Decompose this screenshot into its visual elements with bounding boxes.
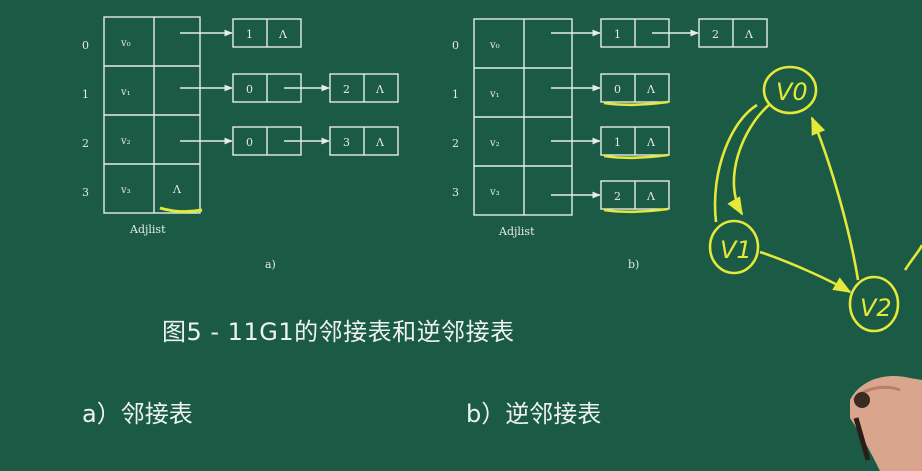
edge-v2-v0: [810, 116, 860, 281]
node-value: 2: [343, 83, 350, 96]
node-value: 0: [246, 83, 253, 96]
inverse-adjacency-list-diagram: [473, 18, 768, 216]
edge-v1-v2: [759, 250, 852, 294]
row-index: 2: [452, 137, 459, 150]
presenter-hand: [850, 376, 922, 471]
highlight-mark: [159, 206, 203, 214]
graph-node-v2: [848, 275, 900, 333]
graph-node-v0: [762, 65, 818, 115]
figure-caption: 图5 - 11G1的邻接表和逆邻接表: [162, 318, 515, 346]
node-value: 1: [246, 28, 253, 41]
edge-curve: [713, 103, 758, 223]
graph-node-v1: [708, 219, 760, 275]
null-pointer: Λ: [375, 83, 385, 96]
node-value: 1: [614, 28, 621, 41]
sublabel-b: b）逆邻接表: [466, 400, 602, 428]
adjacency-list-diagram: [103, 16, 399, 214]
vertex-label: v₀: [120, 38, 131, 49]
graph-label-v2: V2: [860, 294, 892, 322]
null-pointer: Λ: [278, 28, 288, 41]
edge-v0-v1: [727, 103, 771, 216]
node-value: 0: [614, 83, 621, 96]
figure-tag-a: a): [265, 258, 276, 271]
graph-label-v0: V0: [776, 78, 808, 106]
node-value: 0: [246, 136, 253, 149]
row-index: 2: [82, 137, 89, 150]
row-index: 3: [82, 186, 89, 199]
row-index: 1: [452, 88, 459, 101]
vertex-label: v₂: [489, 138, 500, 149]
vertex-label: v₃: [120, 185, 131, 196]
vertex-label: v₁: [120, 87, 131, 98]
null-pointer: Λ: [172, 183, 182, 196]
highlight-marks: [603, 100, 669, 214]
graph-label-v1: V1: [720, 236, 752, 264]
figure-tag-b: b): [628, 258, 639, 271]
null-pointer: Λ: [646, 190, 656, 203]
adjlist-label: Adjlist: [129, 223, 166, 236]
null-pointer: Λ: [646, 136, 656, 149]
node-value: 3: [343, 136, 350, 149]
vertex-label: v₃: [489, 187, 500, 198]
sublabel-a: a）邻接表: [82, 400, 193, 428]
graph-labels: V0 V1 V2: [720, 78, 892, 322]
row-index: 0: [452, 39, 459, 52]
row-index: 3: [452, 186, 459, 199]
null-pointer: Λ: [744, 28, 754, 41]
node-value: 2: [614, 190, 621, 203]
vertex-label: v₀: [489, 40, 500, 51]
vertex-label: v₁: [489, 89, 500, 100]
inverse-adjacency-list-labels: 0 1 2 3 v₀ v₁ v₂ v₃ 1 2 Λ 0 Λ 1 Λ 2 Λ Ad…: [452, 28, 754, 271]
adjacency-list-labels: 0 1 2 3 v₀ v₁ v₂ v₃ Λ 1 Λ 0 2 Λ 0 3 Λ Ad…: [82, 28, 385, 271]
node-value: 1: [614, 136, 621, 149]
null-pointer: Λ: [375, 136, 385, 149]
adjlist-label: Adjlist: [498, 225, 535, 238]
edge-fragment: [903, 244, 922, 271]
null-pointer: Λ: [646, 83, 656, 96]
graph-g1: [708, 65, 922, 333]
row-index: 1: [82, 88, 89, 101]
node-value: 2: [712, 28, 719, 41]
vertex-label: v₂: [120, 136, 131, 147]
row-index: 0: [82, 39, 89, 52]
